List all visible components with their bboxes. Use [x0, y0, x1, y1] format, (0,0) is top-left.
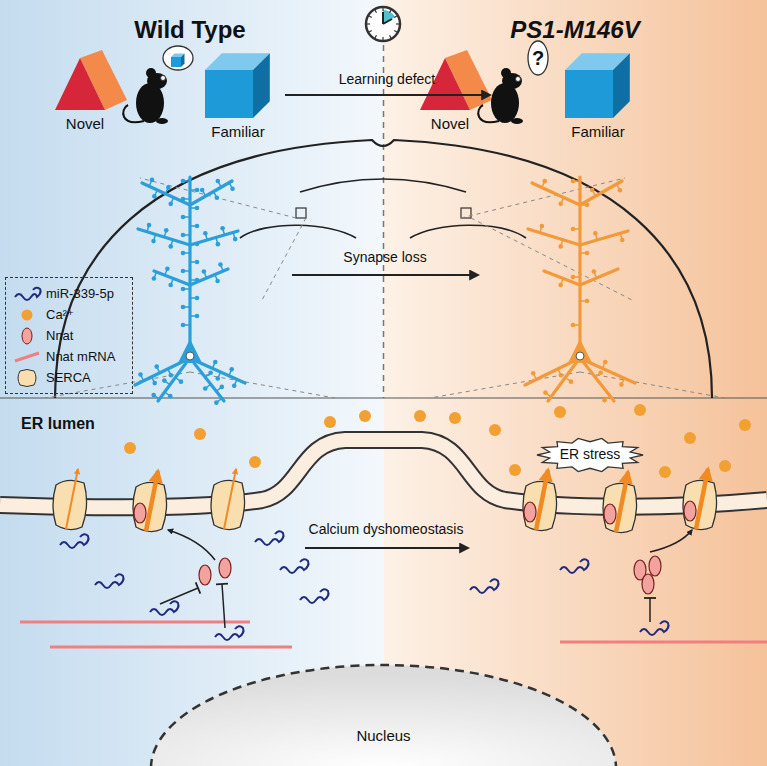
right-background: [384, 0, 767, 766]
serca-pump: [603, 472, 637, 533]
text-label: ER lumen: [21, 415, 95, 433]
familiar-object: [565, 53, 630, 118]
brain-outline: [45, 140, 725, 398]
er-stress-burst: ER stress: [537, 438, 643, 472]
serca-pump: [211, 469, 245, 530]
node-text: ER stress: [560, 447, 621, 462]
er-membrane-core: [0, 440, 767, 507]
panel-divider: [0, 397, 767, 398]
translocation-arrow: [650, 530, 692, 552]
nucleus: Nucleus: [150, 662, 617, 766]
mirna: [95, 574, 124, 588]
legend-icon: [12, 347, 42, 367]
legend-text: SERCA: [46, 370, 91, 385]
serca-pump: [683, 469, 717, 530]
serca-pump: [53, 469, 87, 530]
legend-icon: [12, 326, 42, 346]
inhibition-line: [160, 582, 200, 604]
leader-line: [262, 218, 306, 300]
legend-icon: [12, 368, 42, 388]
mirna: [560, 559, 589, 573]
calcium-arrow: [305, 547, 468, 549]
mirna: [150, 601, 179, 615]
inhibition-line: [216, 584, 228, 628]
mirna: [300, 589, 329, 603]
text-label: PS1-M146V: [510, 17, 639, 43]
legend-text: Nnat: [46, 328, 73, 343]
thought-cube: [171, 54, 185, 68]
nucleus-outline: [150, 662, 617, 766]
leader-line: [430, 372, 580, 398]
translocation-arrow: [168, 530, 215, 560]
neuron: [135, 177, 245, 405]
inhibition-line: [644, 598, 656, 622]
legend-entry: Ca²⁺: [12, 304, 126, 325]
starburst: [537, 438, 643, 471]
thought-bubble: ?: [527, 40, 549, 76]
learning-arrow: [285, 94, 490, 96]
clock-icon: [366, 7, 400, 41]
legend-text: miR-339-5p: [46, 286, 114, 301]
leader-line: [471, 218, 632, 300]
text-label: Familiar: [571, 124, 624, 141]
legend-entry: miR-339-5p: [12, 283, 126, 304]
serca-pump: [133, 471, 167, 532]
legend-text: Ca²⁺: [46, 307, 74, 322]
synapse-arrow: [292, 274, 478, 276]
thought-bubble: [161, 46, 194, 81]
mirna: [280, 559, 309, 573]
legend-box: miR-339-5pCa²⁺ NnatNnat mRNA SERCA: [5, 277, 133, 394]
mirna: [60, 534, 89, 548]
legend-text: Nnat mRNA: [46, 349, 115, 364]
left-background: [0, 0, 384, 766]
mirna: [470, 579, 499, 593]
free-nnat: [199, 556, 661, 594]
leader-line: [461, 178, 625, 218]
mouse-icon: [123, 68, 168, 124]
nucleus-envelope: [151, 665, 616, 766]
legend-entry: Nnat: [12, 325, 126, 346]
text-label: Novel: [66, 116, 104, 133]
mirna: [255, 531, 284, 545]
legend-icon: [12, 305, 42, 325]
serca-pump: [523, 470, 557, 531]
node-text: ?: [532, 47, 544, 69]
legend-entry: Nnat mRNA: [12, 346, 126, 367]
familiar-object: [205, 53, 270, 118]
text-label: Novel: [431, 116, 469, 133]
mirna: [215, 626, 244, 640]
leader-line: [140, 178, 296, 218]
novel-object: [55, 50, 127, 110]
text-label: Wild Type: [134, 17, 245, 43]
center-divider: [383, 45, 385, 398]
nnat-mrna: [20, 622, 767, 647]
text-label: Synapse loss: [343, 250, 426, 265]
node-text: Nucleus: [356, 728, 410, 745]
legend-icon: [12, 284, 42, 304]
text-label: Learning defect: [339, 72, 436, 87]
mirna: [640, 621, 669, 635]
thought-bubble-tail: [516, 77, 521, 82]
neuron: [525, 177, 635, 403]
calcium-ions: [124, 404, 751, 478]
text-label: Familiar: [211, 124, 264, 141]
bubble: [528, 41, 548, 75]
legend-entry: SERCA: [12, 367, 126, 388]
er-membrane: [0, 440, 767, 507]
text-label: Calcium dyshomeostasis: [309, 522, 464, 537]
